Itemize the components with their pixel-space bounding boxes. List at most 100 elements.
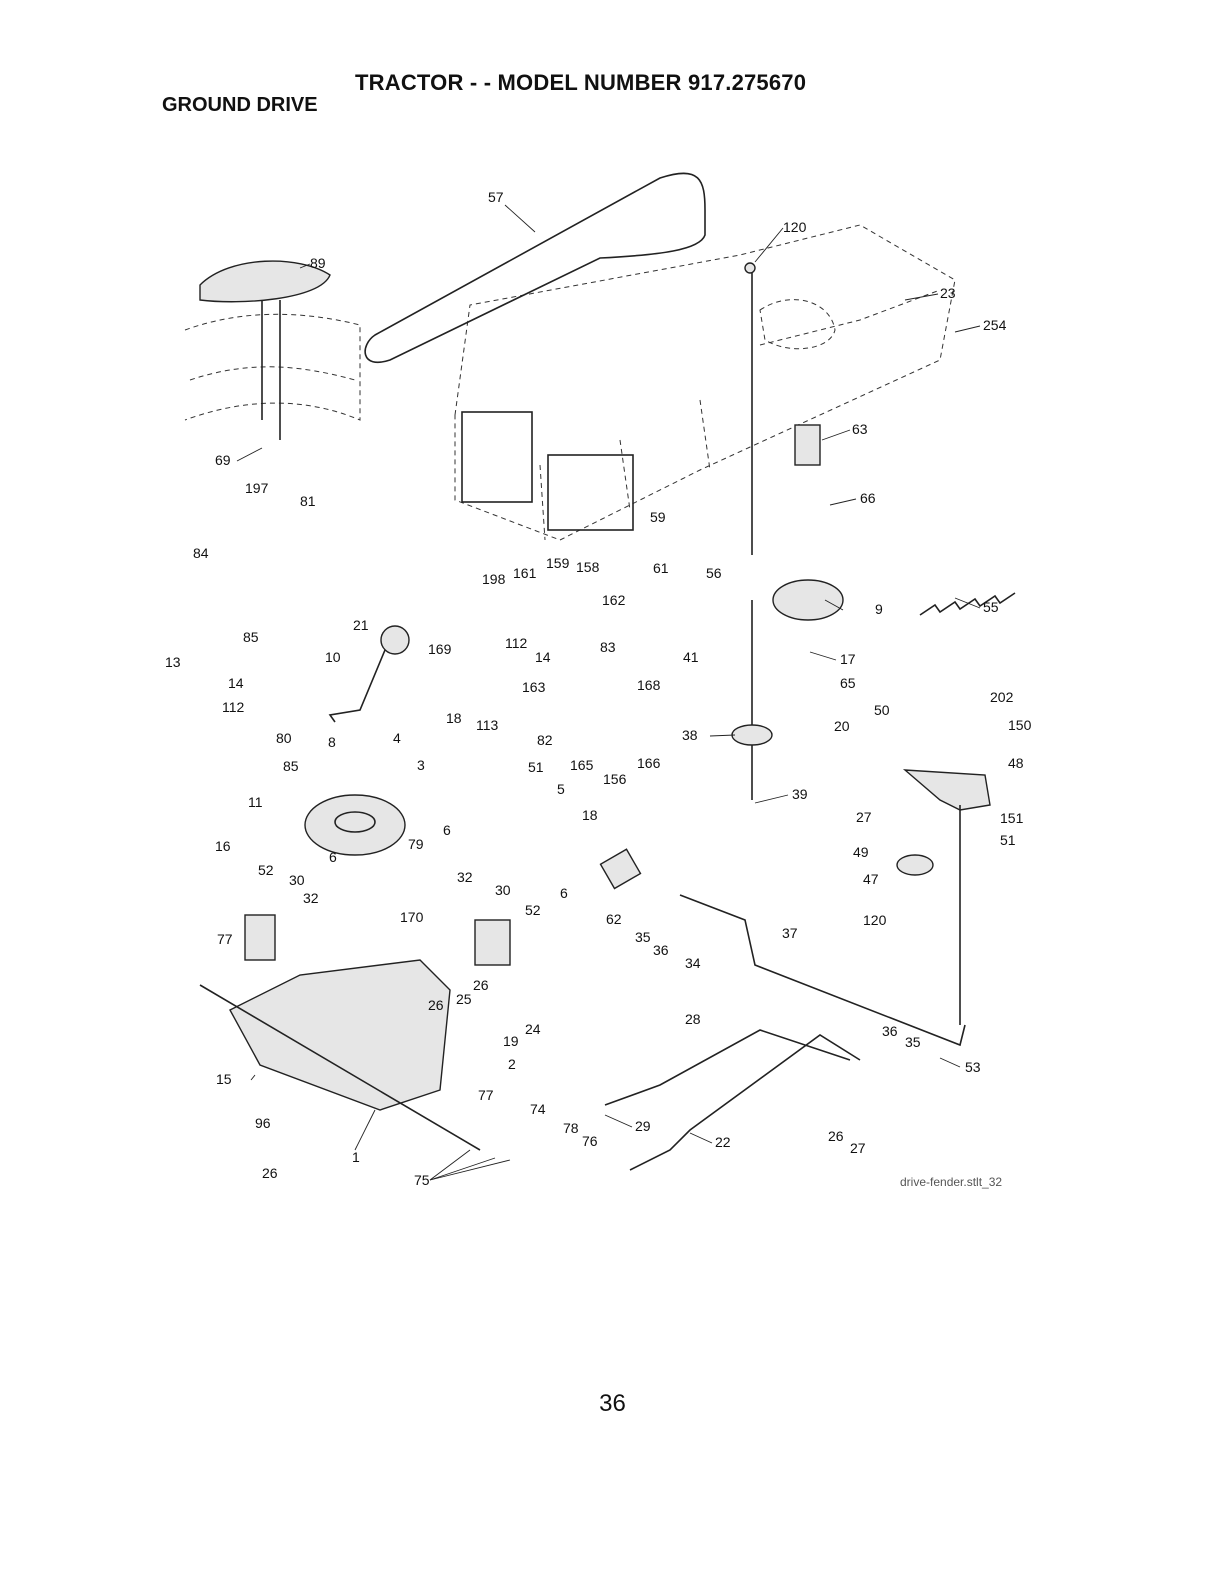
callout-197: 197 [245, 480, 269, 496]
page-number: 36 [599, 1390, 626, 1417]
callout-51: 51 [528, 759, 544, 775]
transaxle-pulley [304, 794, 406, 856]
callout-32: 32 [457, 869, 473, 885]
callout-26: 26 [473, 977, 489, 993]
callout-53: 53 [965, 1059, 981, 1075]
shift-knob [380, 625, 410, 655]
callout-27: 27 [856, 809, 872, 825]
callout-150: 150 [1008, 717, 1032, 733]
callout-50: 50 [874, 702, 890, 718]
callout-6: 6 [443, 822, 451, 838]
callout-14-b: 14 [228, 675, 244, 691]
callout-1: 1 [352, 1149, 360, 1165]
callout-labels: 57 120 89 23 254 63 69 197 81 66 59 84 1… [165, 189, 1032, 1188]
callout-6-c: 6 [560, 885, 568, 901]
callout-36: 36 [653, 942, 669, 958]
callout-11: 11 [248, 794, 263, 810]
callout-16: 16 [215, 838, 231, 854]
callout-48: 48 [1008, 755, 1024, 771]
callout-80: 80 [276, 730, 292, 746]
callout-27-b: 27 [850, 1140, 866, 1156]
callout-26-b: 26 [428, 997, 444, 1013]
callout-17: 17 [840, 651, 856, 667]
callout-20: 20 [834, 718, 850, 734]
callout-202: 202 [990, 689, 1014, 705]
callout-96: 96 [255, 1115, 271, 1131]
callout-198: 198 [482, 571, 506, 587]
callout-51-b: 51 [1000, 832, 1016, 848]
callout-156: 156 [603, 771, 627, 787]
callout-79: 79 [408, 836, 424, 852]
callout-83: 83 [600, 639, 616, 655]
callout-39: 39 [792, 786, 808, 802]
callout-18: 18 [446, 710, 462, 726]
callout-57: 57 [488, 189, 504, 205]
callout-5: 5 [557, 781, 565, 797]
callout-170: 170 [400, 909, 424, 925]
callout-52: 52 [258, 862, 274, 878]
callout-66: 66 [860, 490, 876, 506]
callout-89: 89 [310, 255, 326, 271]
callout-151: 151 [1000, 810, 1024, 826]
callout-82: 82 [537, 732, 553, 748]
callout-49: 49 [853, 844, 869, 860]
tractor-frame [454, 224, 956, 541]
callout-41: 41 [683, 649, 699, 665]
callout-74: 74 [530, 1101, 546, 1117]
callout-24: 24 [525, 1021, 541, 1037]
callout-84: 84 [193, 545, 209, 561]
callout-168: 168 [637, 677, 661, 693]
callout-85: 85 [243, 629, 259, 645]
section-title: GROUND DRIVE [162, 94, 318, 116]
callout-21: 21 [353, 617, 369, 633]
callout-61: 61 [653, 560, 669, 576]
callout-26-c: 26 [828, 1128, 844, 1144]
callout-56: 56 [706, 565, 722, 581]
callout-30: 30 [289, 872, 305, 888]
idler-bracket [896, 769, 991, 1025]
callout-77: 77 [217, 931, 233, 947]
callout-9: 9 [875, 601, 883, 617]
callout-165: 165 [570, 757, 594, 773]
callout-14: 14 [535, 649, 551, 665]
callout-78: 78 [563, 1120, 579, 1136]
callout-30-b: 30 [495, 882, 511, 898]
shift-rods [599, 848, 966, 1171]
callout-81: 81 [300, 493, 316, 509]
callout-32-b: 32 [303, 890, 319, 906]
callout-52-b: 52 [525, 902, 541, 918]
callout-10: 10 [325, 649, 341, 665]
callout-158: 158 [576, 559, 600, 575]
callout-113: 113 [476, 717, 499, 733]
callout-4: 4 [393, 730, 401, 746]
callout-85-b: 85 [283, 758, 299, 774]
callout-254: 254 [983, 317, 1007, 333]
callout-162: 162 [602, 592, 626, 608]
callout-63: 63 [852, 421, 868, 437]
drive-belt [364, 172, 706, 363]
callout-29: 29 [635, 1118, 651, 1134]
shift-plate [199, 260, 331, 303]
callout-47: 47 [863, 871, 879, 887]
callout-28: 28 [685, 1011, 701, 1027]
callout-6-b: 6 [329, 849, 337, 865]
callout-161: 161 [513, 565, 537, 581]
fender-outline [184, 260, 361, 440]
callout-65: 65 [840, 675, 856, 691]
page-title: TRACTOR - - MODEL NUMBER 917.275670 [355, 70, 807, 95]
callout-34: 34 [685, 955, 701, 971]
leader-lines [236, 204, 981, 1181]
callout-159: 159 [546, 555, 570, 571]
callout-75: 75 [414, 1172, 430, 1188]
callout-2: 2 [508, 1056, 516, 1072]
callout-38: 38 [682, 727, 698, 743]
callout-120: 120 [783, 219, 807, 235]
drawing-reference: drive-fender.stlt_32 [900, 1175, 1002, 1189]
frame-plate-right [547, 454, 634, 531]
transaxle [199, 914, 511, 1151]
callout-13: 13 [165, 654, 181, 670]
callout-77-b: 77 [478, 1087, 494, 1103]
frame-plate-left [461, 411, 533, 503]
electric-clutch [772, 579, 844, 621]
